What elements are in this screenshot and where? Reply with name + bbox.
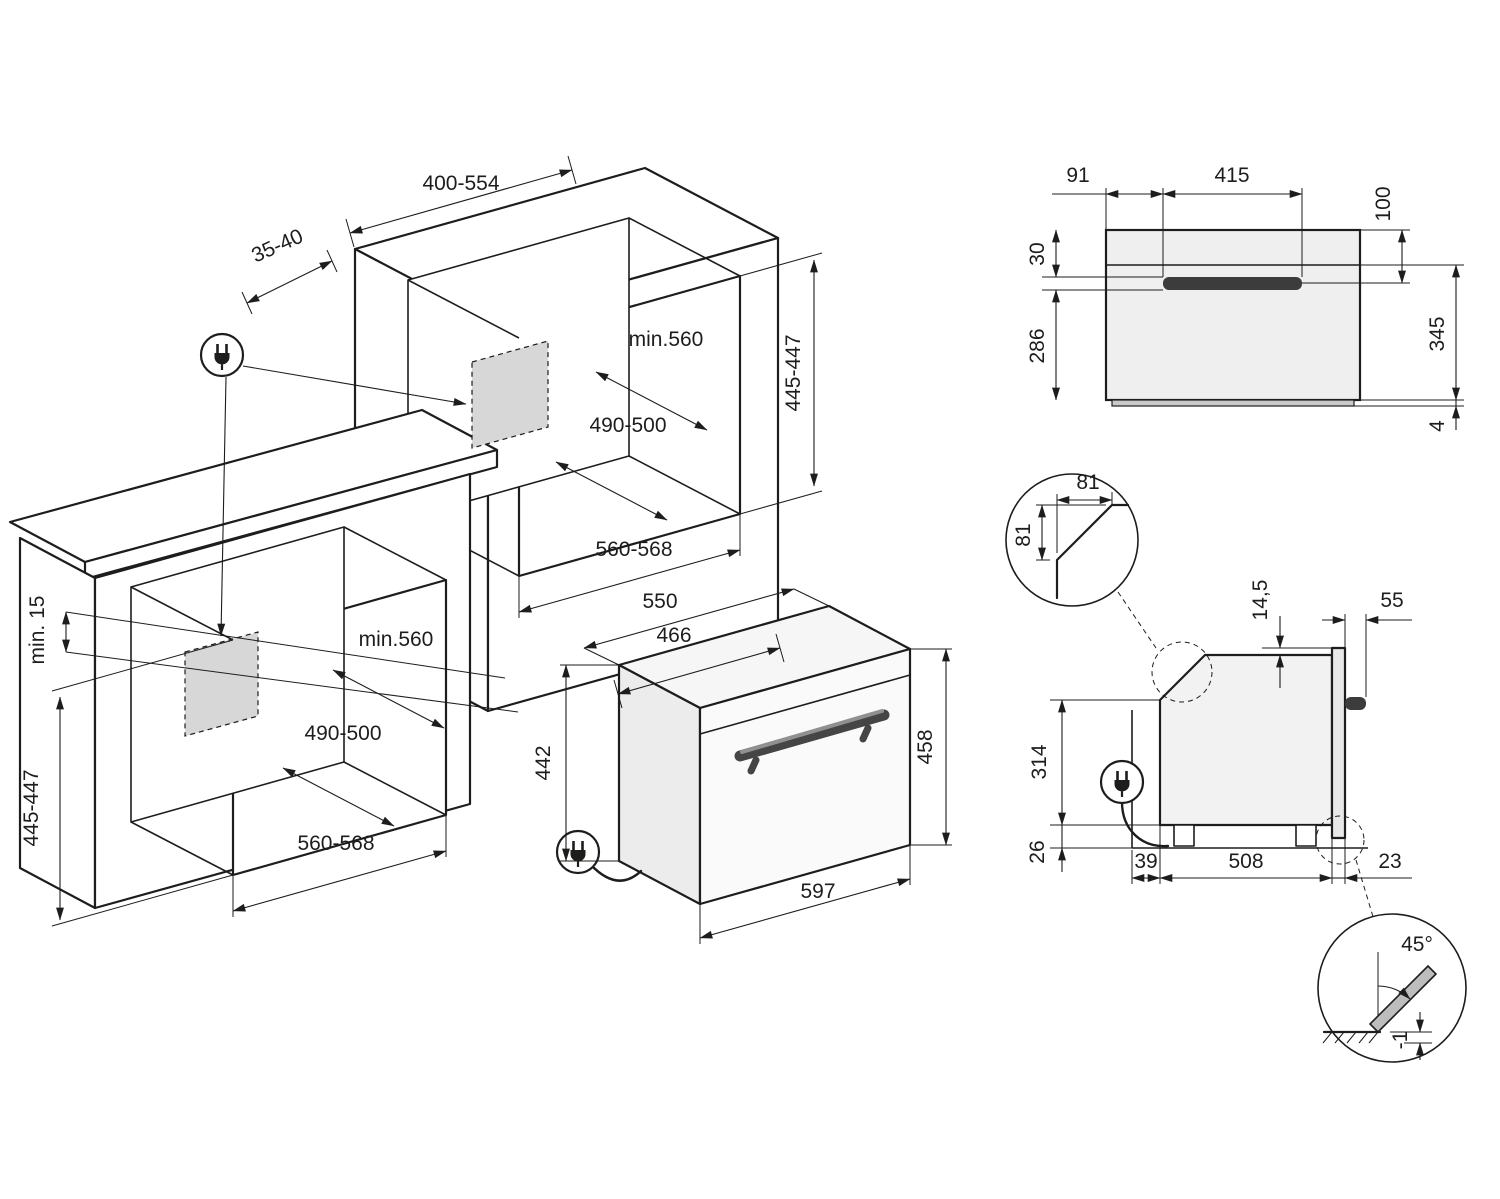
dim-top-width: 400-554	[422, 172, 499, 195]
dim-oven-height-front: 458	[914, 729, 937, 764]
dim-upper-depth-min: min.560	[629, 328, 704, 351]
door-angle-detail: 45° -1	[1317, 913, 1467, 1063]
dim-upper-niche-width: 560-568	[595, 538, 672, 561]
chamfer-callout-circle	[1151, 641, 1213, 703]
plug-leader-lower	[217, 376, 227, 637]
oven-side-profile	[1158, 653, 1334, 827]
dim-lower-depth-floor: 490-500	[304, 722, 381, 745]
front-elevation-view: 91 415 100 30 286 345 4	[1026, 164, 1464, 432]
dim-upper-niche-height: 445-447	[782, 334, 805, 411]
dim-lower-depth-min: min.560	[359, 628, 434, 651]
front-handle	[1163, 277, 1302, 290]
dim-oven-depth: 550	[642, 590, 677, 613]
dim-worktop-clearance: min. 15	[26, 596, 49, 665]
side-section-view: 81 81 14,5 55 314 26	[1005, 471, 1467, 1063]
dim-front-handle-width: 415	[1214, 164, 1249, 187]
dim-front-lower-section: 286	[1026, 328, 1049, 363]
dim-handle-projection: 55	[1380, 589, 1403, 612]
power-plug-icon	[1099, 759, 1145, 805]
dim-front-height: 345	[1426, 316, 1449, 351]
dim-oven-width: 597	[800, 880, 835, 903]
isometric-installation-view: 400-554 35-40 445-447 560-568 min.560 49…	[8, 155, 952, 944]
front-dimensions: 91 415 100 30 286 345 4	[1026, 164, 1460, 432]
dim-chamfer-height: 81	[1012, 523, 1035, 546]
dim-front-left-offset: 91	[1066, 164, 1089, 187]
oven-foot	[1295, 824, 1317, 847]
power-cable	[1120, 800, 1170, 848]
dim-oven-body-depth: 466	[656, 624, 691, 647]
power-plug-icon	[555, 829, 601, 875]
dim-front-base-height: 4	[1426, 420, 1449, 432]
dim-rear-height: 314	[1028, 744, 1051, 779]
door-callout-circle	[1315, 815, 1365, 865]
dim-oven-height-rear: 442	[532, 745, 555, 780]
dim-door-clearance: -1	[1389, 1031, 1412, 1050]
dim-depth: 508	[1228, 850, 1263, 873]
side-dimensions: 14,5 55 314 26 39 508 23	[1026, 580, 1412, 884]
power-outlet-zone-upper	[471, 340, 549, 449]
side-handle	[1345, 697, 1366, 710]
dim-lower-niche-width: 560-568	[297, 832, 374, 855]
power-outlet-zone-lower	[184, 631, 259, 737]
oven-base	[1111, 399, 1355, 407]
open-door-bar	[1368, 964, 1438, 1034]
dim-rear-gap: 39	[1134, 850, 1157, 873]
dim-door-angle: 45°	[1401, 933, 1433, 956]
dim-front-handle-offset: 100	[1372, 186, 1395, 221]
oven-handle	[734, 709, 890, 775]
dim-rear-gap: 35-40	[248, 225, 306, 268]
power-cable	[589, 863, 643, 882]
oven-foot	[1173, 824, 1195, 847]
chamfer-detail: 81 81	[1005, 471, 1139, 607]
power-plug-icon	[199, 332, 245, 378]
dim-floor-clearance: 26	[1026, 840, 1049, 863]
dim-chamfer-width: 81	[1076, 471, 1099, 494]
dim-upper-depth-floor: 490-500	[589, 414, 666, 437]
dim-lower-niche-height: 445-447	[20, 769, 43, 846]
oven-door-side	[1330, 646, 1347, 840]
dim-front-projection: 23	[1378, 850, 1401, 873]
plug-leader-upper	[242, 365, 467, 406]
dim-front-top-section: 30	[1026, 242, 1049, 265]
dim-top-clearance: 14,5	[1249, 580, 1272, 621]
